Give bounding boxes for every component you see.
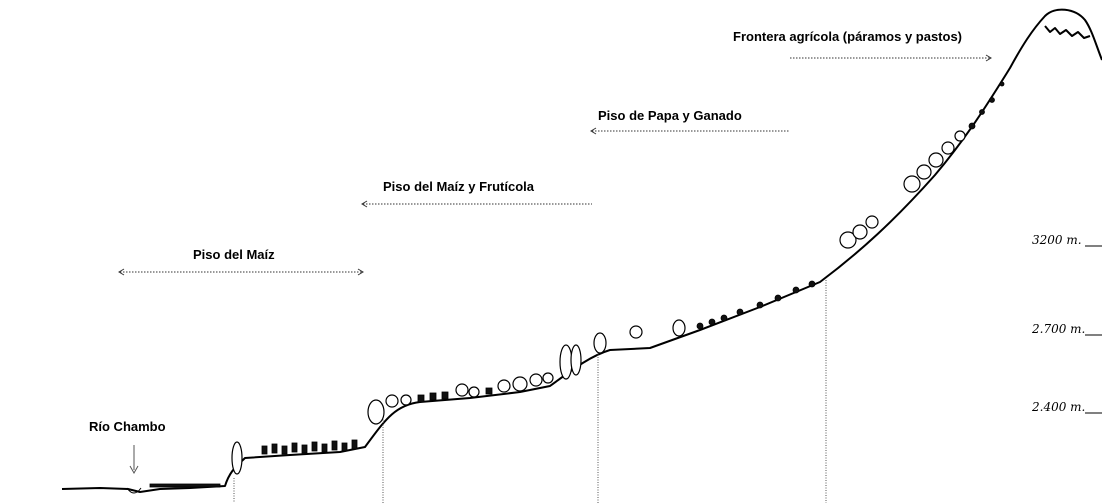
label-maiz-fruticola: Piso del Maíz y Frutícola [383,179,535,194]
altitude-2400: 2.400 m. [1031,400,1085,414]
river-marker [126,487,142,494]
range-frontera [790,54,992,62]
range-maiz [118,268,364,276]
altitude-3200: 3200 m. [1032,233,1082,247]
label-rio-chambo: Río Chambo [89,419,166,434]
label-frontera: Frontera agrícola (páramos y pastos) [733,29,962,44]
vegetation-papa-ganado [559,280,816,380]
vegetation-frontera [839,81,1005,249]
vegetation-maiz [149,439,358,488]
range-papa-ganado [590,127,790,135]
vegetation-maiz-fruticola [367,372,554,425]
label-papa-ganado: Piso de Papa y Ganado [598,108,742,123]
summit-crest [1044,25,1091,39]
terrain-profile-line [61,8,1102,493]
river-pointer-arrow-icon [129,465,139,475]
range-maiz-fruticola [361,200,592,208]
altitude-2700: 2.700 m. [1031,322,1085,336]
label-maiz: Piso del Maíz [193,247,275,262]
